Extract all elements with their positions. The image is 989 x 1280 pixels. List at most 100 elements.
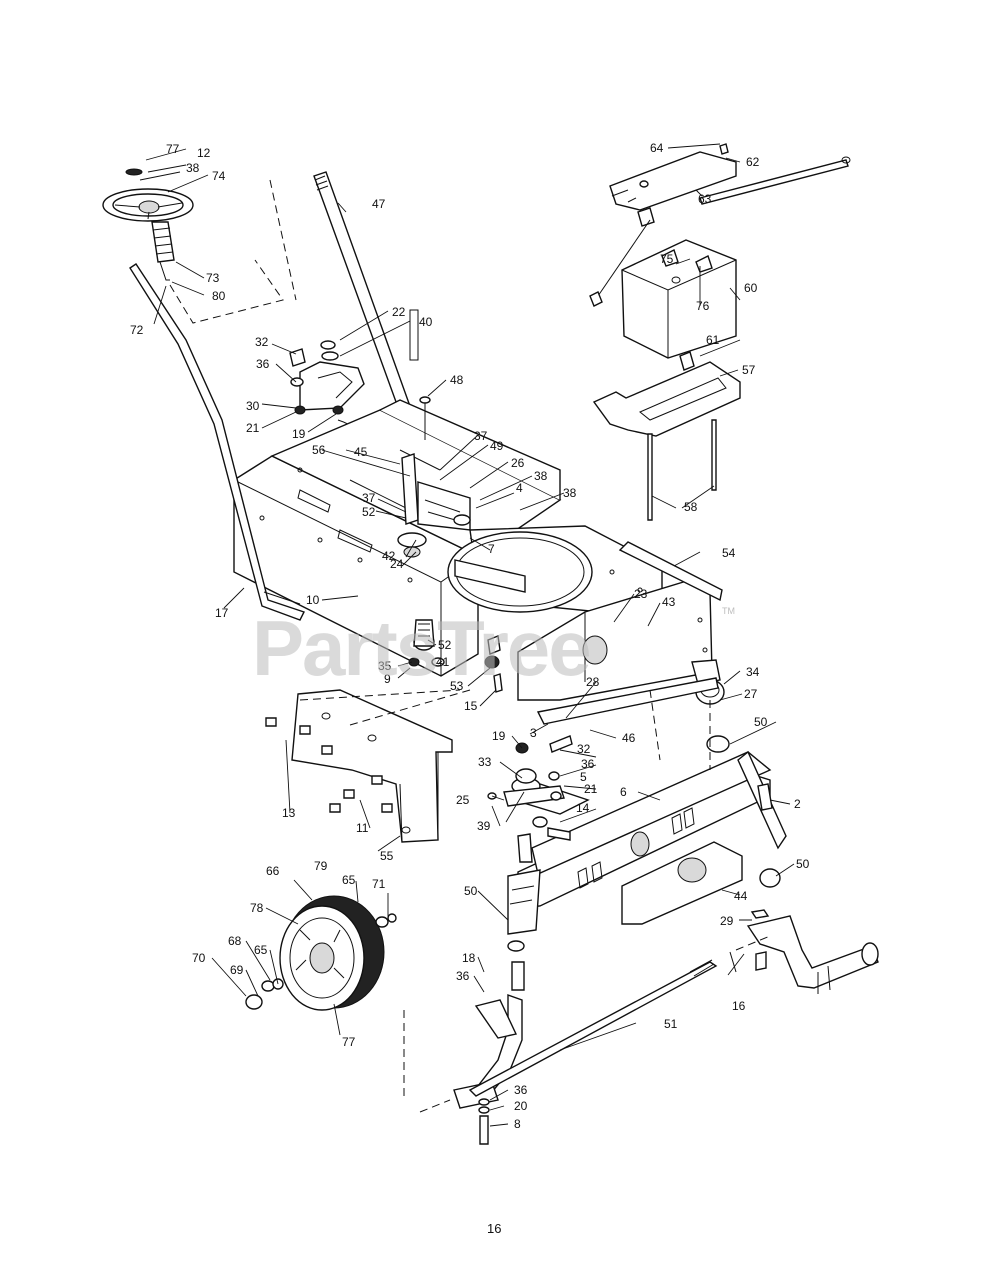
callout-56: 56 xyxy=(312,443,326,457)
callout-55: 55 xyxy=(380,849,394,863)
callout-29: 29 xyxy=(720,914,734,928)
callout-58: 58 xyxy=(684,500,698,514)
callout-38: 38 xyxy=(563,486,577,500)
callout-25: 25 xyxy=(456,793,470,807)
callout-27: 27 xyxy=(744,687,758,701)
callout-14: 14 xyxy=(576,801,590,815)
page-number: 16 xyxy=(487,1221,501,1236)
callout-75: 75 xyxy=(660,252,674,266)
callout-60: 60 xyxy=(744,281,758,295)
callout-65: 65 xyxy=(342,873,356,887)
drag-link-rod-17 xyxy=(129,263,305,621)
callout-46: 46 xyxy=(622,731,636,745)
callout-66: 66 xyxy=(266,864,280,878)
callout-57: 57 xyxy=(742,363,756,377)
callout-19: 19 xyxy=(492,729,506,743)
callout-5: 5 xyxy=(580,770,587,784)
leader-lines xyxy=(139,143,795,1127)
callout-36: 36 xyxy=(581,757,595,771)
callout-37: 37 xyxy=(362,491,376,505)
callout-43: 43 xyxy=(662,595,676,609)
callout-21: 21 xyxy=(246,421,260,435)
callout-73: 73 xyxy=(206,271,220,285)
callout-4: 4 xyxy=(516,481,523,495)
callout-32: 32 xyxy=(255,335,269,349)
front-wheel-assembly xyxy=(245,895,405,1100)
partstree-watermark: PartsTree xyxy=(252,604,590,692)
steering-sector-gear xyxy=(289,340,376,481)
callout-44: 44 xyxy=(734,889,748,903)
callout-36: 36 xyxy=(456,969,470,983)
callout-50: 50 xyxy=(464,884,478,898)
callout-50: 50 xyxy=(754,715,768,729)
callout-7: 7 xyxy=(488,542,495,556)
callout-26: 26 xyxy=(511,456,525,470)
callout-13: 13 xyxy=(282,806,296,820)
callout-35: 35 xyxy=(378,659,392,673)
callout-76: 76 xyxy=(696,299,710,313)
callout-77: 77 xyxy=(342,1035,356,1049)
callout-64: 64 xyxy=(650,141,664,155)
callout-32: 32 xyxy=(577,742,591,756)
callout-22: 22 xyxy=(392,305,406,319)
callout-74: 74 xyxy=(212,169,226,183)
callout-8: 8 xyxy=(514,1117,521,1131)
callout-37: 37 xyxy=(474,429,488,443)
tie-rod-51 xyxy=(419,935,771,1113)
callout-12: 12 xyxy=(197,146,211,160)
callout-39: 39 xyxy=(477,819,491,833)
callout-17: 17 xyxy=(215,606,229,620)
callout-11: 11 xyxy=(356,821,369,835)
callout-48: 48 xyxy=(450,373,464,387)
callout-40: 40 xyxy=(419,315,433,329)
callout-69: 69 xyxy=(230,963,244,977)
steering-wheel-assembly xyxy=(102,168,297,324)
callout-63: 63 xyxy=(698,192,712,206)
callout-24: 24 xyxy=(390,557,404,571)
callout-38: 38 xyxy=(186,161,200,175)
callout-79: 79 xyxy=(314,859,328,873)
callout-30: 30 xyxy=(246,399,260,413)
trademark-mark: TM xyxy=(722,606,735,616)
callout-68: 68 xyxy=(228,934,242,948)
callout-72: 72 xyxy=(130,323,144,337)
callout-10: 10 xyxy=(306,593,320,607)
callout-51: 51 xyxy=(664,1017,678,1031)
callout-21: 21 xyxy=(584,782,598,796)
callout-47: 47 xyxy=(372,197,386,211)
bracket-plate-55 xyxy=(265,689,471,843)
callout-65: 65 xyxy=(254,943,268,957)
callout-36: 36 xyxy=(256,357,270,371)
steering-pivot-parts xyxy=(397,309,503,693)
battery-assembly xyxy=(589,143,851,521)
callout-53: 53 xyxy=(450,679,464,693)
callout-9: 9 xyxy=(384,672,391,686)
callout-78: 78 xyxy=(250,901,264,915)
callout-80: 80 xyxy=(212,289,226,303)
callout-49: 49 xyxy=(490,439,504,453)
callout-3: 3 xyxy=(530,726,537,740)
callout-19: 19 xyxy=(292,427,306,441)
callout-36: 36 xyxy=(514,1083,528,1097)
callout-42: 42 xyxy=(382,549,396,563)
callout-2: 2 xyxy=(794,797,801,811)
callout-52: 52 xyxy=(438,638,452,652)
callout-71: 71 xyxy=(372,877,386,891)
callout-20: 20 xyxy=(514,1099,528,1113)
callout-50: 50 xyxy=(796,857,810,871)
callout-15: 15 xyxy=(464,699,478,713)
callout-77: 77 xyxy=(166,142,180,156)
callout-45: 45 xyxy=(354,445,368,459)
callout-54: 54 xyxy=(722,546,736,560)
callout-labels: 77 12 38 74 47 73 80 72 22 40 32 36 48 3… xyxy=(130,141,810,1131)
callout-52: 52 xyxy=(362,505,376,519)
callout-61: 61 xyxy=(706,333,720,347)
callout-28: 28 xyxy=(586,675,600,689)
callout-34: 34 xyxy=(746,665,760,679)
callout-23: 23 xyxy=(634,587,648,601)
callout-62: 62 xyxy=(746,155,760,169)
callout-18: 18 xyxy=(462,951,476,965)
callout-16: 16 xyxy=(732,999,746,1013)
callout-70: 70 xyxy=(192,951,206,965)
